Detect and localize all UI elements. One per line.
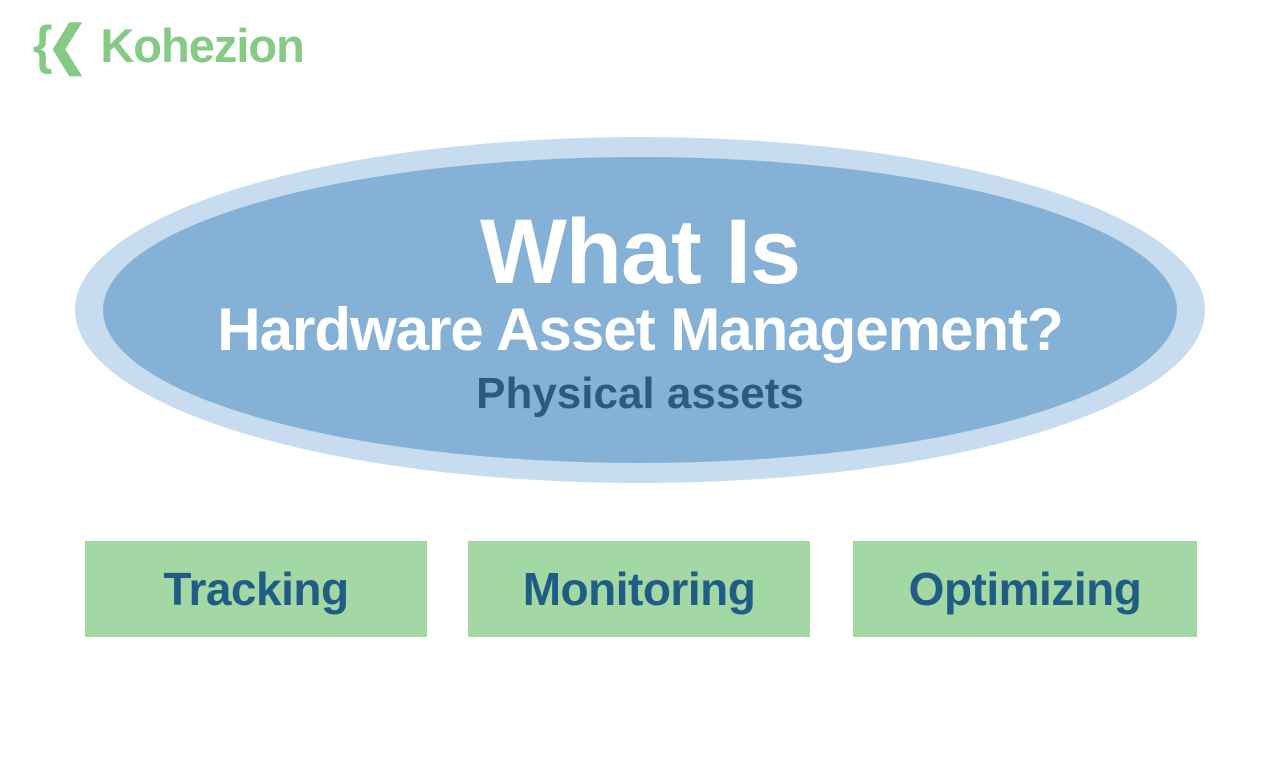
- title-ellipse-ring: What Is Hardware Asset Management? Physi…: [75, 137, 1205, 483]
- pillar-monitoring: Monitoring: [468, 541, 810, 637]
- pillar-optimizing-label: Optimizing: [908, 563, 1142, 615]
- title-block: What Is Hardware Asset Management? Physi…: [75, 137, 1205, 483]
- pillar-optimizing: Optimizing: [853, 541, 1197, 637]
- title-ellipse: [103, 157, 1177, 463]
- headline-subtitle: Physical assets: [476, 369, 804, 419]
- pillar-tracking-label: Tracking: [163, 563, 349, 615]
- pillar-tracking: Tracking: [85, 541, 427, 637]
- headline-line1: What Is: [479, 201, 801, 304]
- kohezion-brace-chevron-icon: {❮: [33, 15, 88, 75]
- headline-line2: Hardware Asset Management?: [217, 296, 1063, 364]
- kohezion-logo-text: Kohezion: [100, 18, 304, 72]
- kohezion-logo: {❮ Kohezion: [33, 15, 305, 75]
- pillar-monitoring-label: Monitoring: [522, 563, 756, 615]
